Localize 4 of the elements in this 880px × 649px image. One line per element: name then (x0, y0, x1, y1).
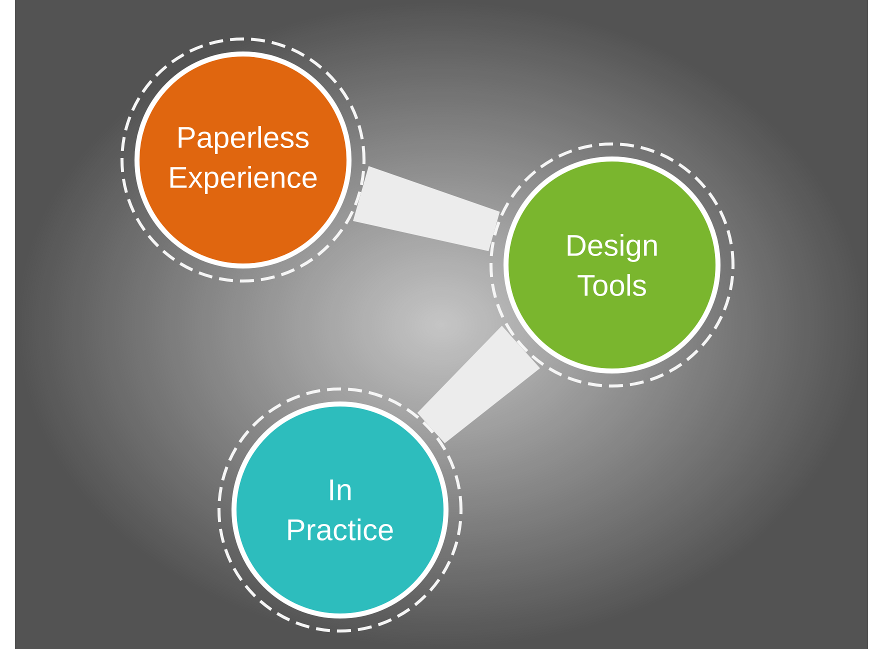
connector-band (353, 166, 500, 252)
circle-node: Paperless Experience (120, 38, 366, 282)
circle-node: In Practice (218, 388, 462, 632)
circle-node: Design Tools (490, 142, 734, 388)
